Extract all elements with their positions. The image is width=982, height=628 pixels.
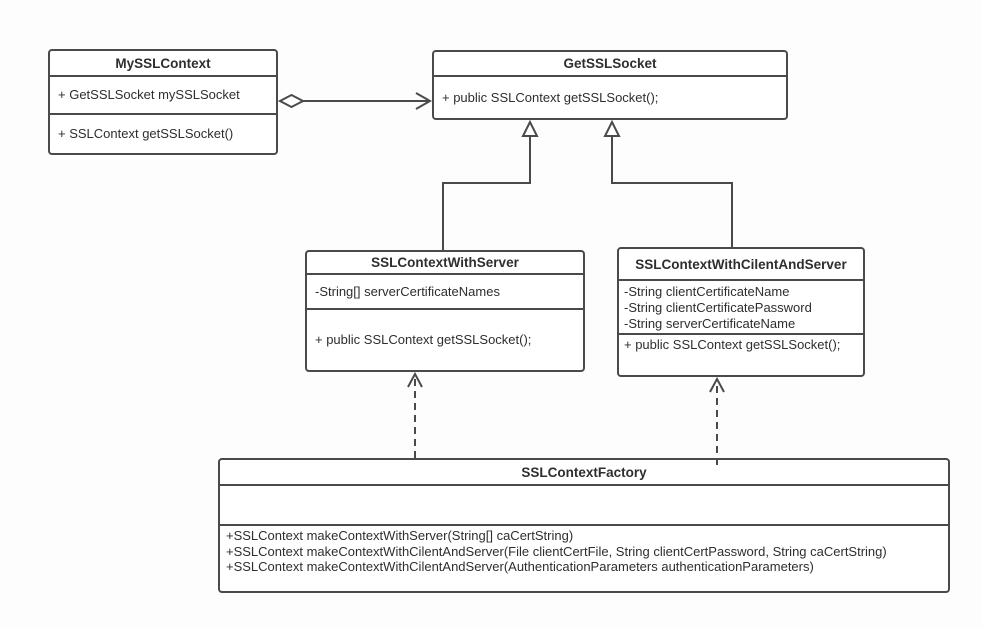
aggregation-connector: [277, 92, 433, 110]
method-line: + SSLContext getSSLSocket(): [58, 126, 234, 141]
aggregation-diamond-icon: [277, 93, 306, 109]
generalization-connector-left: [442, 119, 539, 250]
hollow-triangle-arrowhead-icon: [521, 119, 539, 137]
hollow-triangle-arrowhead-icon: [603, 119, 621, 137]
class-box-sslcontextfactory: SSLContextFactory +SSLContext makeContex…: [218, 458, 950, 593]
method-line: + public SSLContext getSSLSocket();: [624, 337, 841, 352]
class-title: SSLContextFactory: [220, 460, 948, 486]
methods-compartment: + SSLContext getSSLSocket(): [50, 115, 276, 153]
class-title-text: SSLContextWithCilentAndServer: [635, 256, 847, 272]
methods-compartment: + public SSLContext getSSLSocket();: [619, 335, 863, 375]
dependency-connector-right: [709, 376, 725, 465]
dependency-connector-left: [407, 371, 423, 458]
open-arrowhead-icon: [709, 376, 725, 393]
class-box-mysslcontext: MySSLContext + GetSSLSocket mySSLSocket …: [48, 49, 278, 155]
open-arrowhead-icon: [407, 371, 423, 388]
attribute-line: -String clientCertificatePassword: [624, 300, 812, 315]
attributes-compartment: -String clientCertificateName -String cl…: [619, 281, 863, 335]
attributes-compartment: + GetSSLSocket mySSLSocket: [50, 77, 276, 115]
method-line: +SSLContext makeContextWithCilentAndServ…: [226, 543, 887, 559]
method-line: + public SSLContext getSSLSocket();: [315, 332, 532, 347]
method-line: +SSLContext makeContextWithCilentAndServ…: [226, 559, 814, 574]
class-title: SSLContextWithCilentAndServer: [619, 249, 863, 281]
method-line: +SSLContext makeContextWithServer(String…: [226, 528, 574, 543]
attribute-line: + GetSSLSocket mySSLSocket: [58, 87, 240, 102]
class-title: SSLContextWithServer: [307, 252, 583, 275]
class-box-sslcontextwithcilentandserver: SSLContextWithCilentAndServer -String cl…: [617, 247, 865, 377]
attributes-compartment: -String[] serverCertificateNames: [307, 275, 583, 310]
methods-compartment: + public SSLContext getSSLSocket();: [307, 310, 583, 370]
methods-compartment: +SSLContext makeContextWithServer(String…: [220, 526, 948, 591]
generalization-connector-right: [603, 119, 733, 247]
class-box-sslcontextwithserver: SSLContextWithServer -String[] serverCer…: [305, 250, 585, 372]
attributes-compartment-empty: [220, 486, 948, 526]
class-box-getsslsocket: GetSSLSocket + public SSLContext getSSLS…: [432, 50, 788, 120]
method-line: + public SSLContext getSSLSocket();: [442, 89, 659, 105]
class-title: MySSLContext: [50, 51, 276, 77]
open-arrowhead-icon: [415, 92, 433, 110]
class-title: GetSSLSocket: [434, 52, 786, 77]
attribute-line: -String serverCertificateName: [624, 316, 796, 331]
methods-compartment: + public SSLContext getSSLSocket();: [434, 77, 786, 118]
attribute-line: -String clientCertificateName: [624, 284, 790, 299]
attribute-line: -String[] serverCertificateNames: [315, 283, 500, 299]
